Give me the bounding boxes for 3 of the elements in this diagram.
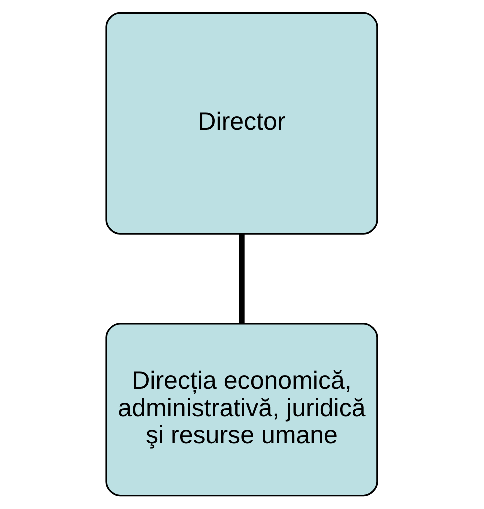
node-box: Director bbox=[106, 12, 378, 235]
node-box: Direcția economică, administrativă, juridică şi resurse umane bbox=[106, 323, 378, 497]
connector bbox=[239, 234, 245, 324]
